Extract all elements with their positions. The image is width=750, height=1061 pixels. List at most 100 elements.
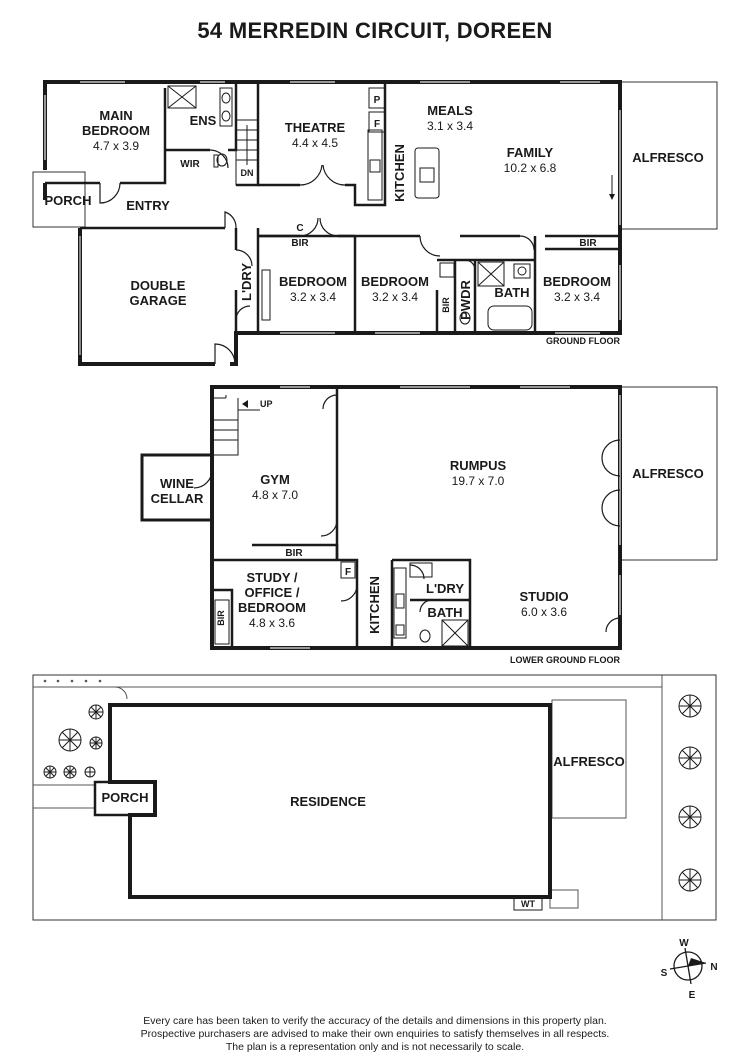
gf-bedroom-3-label: BEDROOM [361, 274, 429, 289]
gf-fridge-label: F [374, 119, 380, 130]
gf-wir-label: WIR [180, 159, 200, 170]
tree-icon [678, 805, 702, 829]
lgf-up-label: UP [260, 399, 273, 409]
lgf-rumpus-dims: 19.7 x 7.0 [452, 474, 505, 488]
site-boundary [32, 674, 717, 921]
lgf-studio-label: STUDIO [519, 589, 568, 604]
gf-main-bedroom-dims: 4.7 x 3.9 [93, 139, 139, 153]
gf-internal-walls [45, 82, 620, 333]
gf-windows [44, 81, 621, 334]
compass-e: E [689, 990, 696, 1001]
gf-dn-label: DN [241, 168, 254, 178]
lgf-internal-walls [212, 387, 472, 648]
gf-meals-label: MEALS [427, 103, 473, 118]
gf-theatre-dims: 4.4 x 4.5 [292, 136, 338, 150]
compass-icon [669, 947, 707, 985]
lgf-fixtures [214, 561, 469, 647]
lgf-study-label-1: STUDY / [246, 570, 297, 585]
gf-bedroom-2-label: BEDROOM [279, 274, 347, 289]
ground-floor: MAIN BEDROOM 4.7 x 3.9 ENS WIR DN THEATR… [32, 80, 718, 366]
gf-main-bedroom-label-1: MAIN [99, 108, 132, 123]
lgf-wine-label-1: WINE [160, 476, 194, 491]
lgf-rumpus-label: RUMPUS [450, 458, 507, 473]
gf-laundry-label: L'DRY [239, 263, 254, 301]
site-plants [43, 694, 702, 892]
disclaimer-line-3: The plan is a representation only and is… [225, 1041, 525, 1053]
gf-bedroom-3-dims: 3.2 x 3.4 [372, 290, 418, 304]
lgf-stair-arrow [242, 400, 248, 408]
gf-floor-label: GROUND FLOOR [546, 336, 620, 346]
plan-title: 54 MERREDIN CIRCUIT, DOREEN [197, 18, 553, 43]
lgf-windows [270, 386, 621, 649]
gf-slider-arrow [609, 194, 615, 200]
site-residence-label: RESIDENCE [290, 794, 366, 809]
disclaimer-line-1: Every care has been taken to verify the … [143, 1015, 607, 1027]
gf-doors [99, 149, 535, 365]
tree-icon [678, 694, 702, 718]
lgf-floor-label: LOWER GROUND FLOOR [510, 655, 620, 665]
site-alfresco-label: ALFRESCO [553, 754, 625, 769]
shrub-icon [88, 704, 104, 720]
lgf-alfresco-label: ALFRESCO [632, 466, 704, 481]
lgf-laundry-label: L'DRY [426, 581, 464, 596]
lgf-bir-1-label: BIR [285, 548, 303, 559]
site-fence-posts [43, 679, 102, 683]
shrub-icon [63, 765, 77, 779]
gf-garage-label-1: DOUBLE [131, 278, 186, 293]
tree-icon [678, 746, 702, 770]
lgf-stairs [212, 395, 260, 456]
lgf-bath-label: BATH [427, 605, 462, 620]
gf-porch-label: PORCH [45, 193, 92, 208]
site-water-tank [513, 897, 543, 911]
gf-fixtures [167, 85, 533, 331]
site-linework [33, 675, 663, 920]
lgf-study-label-2: OFFICE / [245, 585, 300, 600]
gf-bir-2-label: BIR [441, 297, 451, 313]
lgf-kitchen-label: KITCHEN [367, 576, 382, 634]
lgf-gym-dims: 4.8 x 7.0 [252, 488, 298, 502]
site-plan: PORCH RESIDENCE ALFRESCO WT [32, 674, 717, 921]
shrub-icon [84, 766, 96, 778]
gf-bath-label: BATH [494, 285, 529, 300]
shrub-icon [43, 765, 57, 779]
gf-kitchen-label: KITCHEN [392, 144, 407, 202]
gf-garage-label-2: GARAGE [129, 293, 186, 308]
lgf-studio-dims: 6.0 x 3.6 [521, 605, 567, 619]
gf-alfresco-label: ALFRESCO [632, 150, 704, 165]
gf-porch-area [32, 171, 86, 228]
site-residence-outline [108, 703, 552, 899]
lgf-study-dims: 4.8 x 3.6 [249, 616, 295, 630]
gf-main-bedroom-label-2: BEDROOM [82, 123, 150, 138]
gf-meals-dims: 3.1 x 3.4 [427, 119, 473, 133]
gf-pwdr-label: PWDR [458, 280, 473, 320]
gf-bir-1-label: BIR [291, 238, 309, 249]
gf-bedroom-4-dims: 3.2 x 3.4 [554, 290, 600, 304]
site-porch-label: PORCH [102, 790, 149, 805]
compass: W N E S [661, 938, 718, 1001]
lgf-bir-2-label: BIR [216, 610, 226, 626]
compass-n: N [710, 962, 717, 973]
disclaimer-line-2: Prospective purchasers are advised to ma… [140, 1028, 610, 1040]
gf-ens-label: ENS [190, 113, 217, 128]
disclaimer: Every care has been taken to verify the … [0, 1015, 750, 1054]
gf-theatre-label: THEATRE [285, 120, 346, 135]
lower-ground-floor: UP WINE CELLAR GYM 4.8 x 7.0 RUMPUS 19.7… [140, 385, 718, 665]
gf-bir-3-label: BIR [579, 238, 597, 249]
shrub-icon [58, 728, 82, 752]
compass-w: W [679, 938, 689, 949]
shrub-icon [89, 736, 103, 750]
lgf-wine-label-2: CELLAR [151, 491, 204, 506]
gf-c-label: C [296, 223, 303, 234]
gf-bedroom-2-dims: 3.2 x 3.4 [290, 290, 336, 304]
gf-bedroom-4-label: BEDROOM [543, 274, 611, 289]
lgf-gym-label: GYM [260, 472, 290, 487]
gf-family-label: FAMILY [507, 145, 554, 160]
gf-stairs [235, 119, 259, 186]
gf-family-dims: 10.2 x 6.8 [504, 161, 557, 175]
gf-entry-label: ENTRY [126, 198, 170, 213]
site-wt-label: WT [521, 899, 535, 909]
compass-s: S [661, 968, 668, 979]
gf-pantry-label: P [374, 95, 381, 106]
lgf-fridge-label: F [345, 567, 351, 578]
